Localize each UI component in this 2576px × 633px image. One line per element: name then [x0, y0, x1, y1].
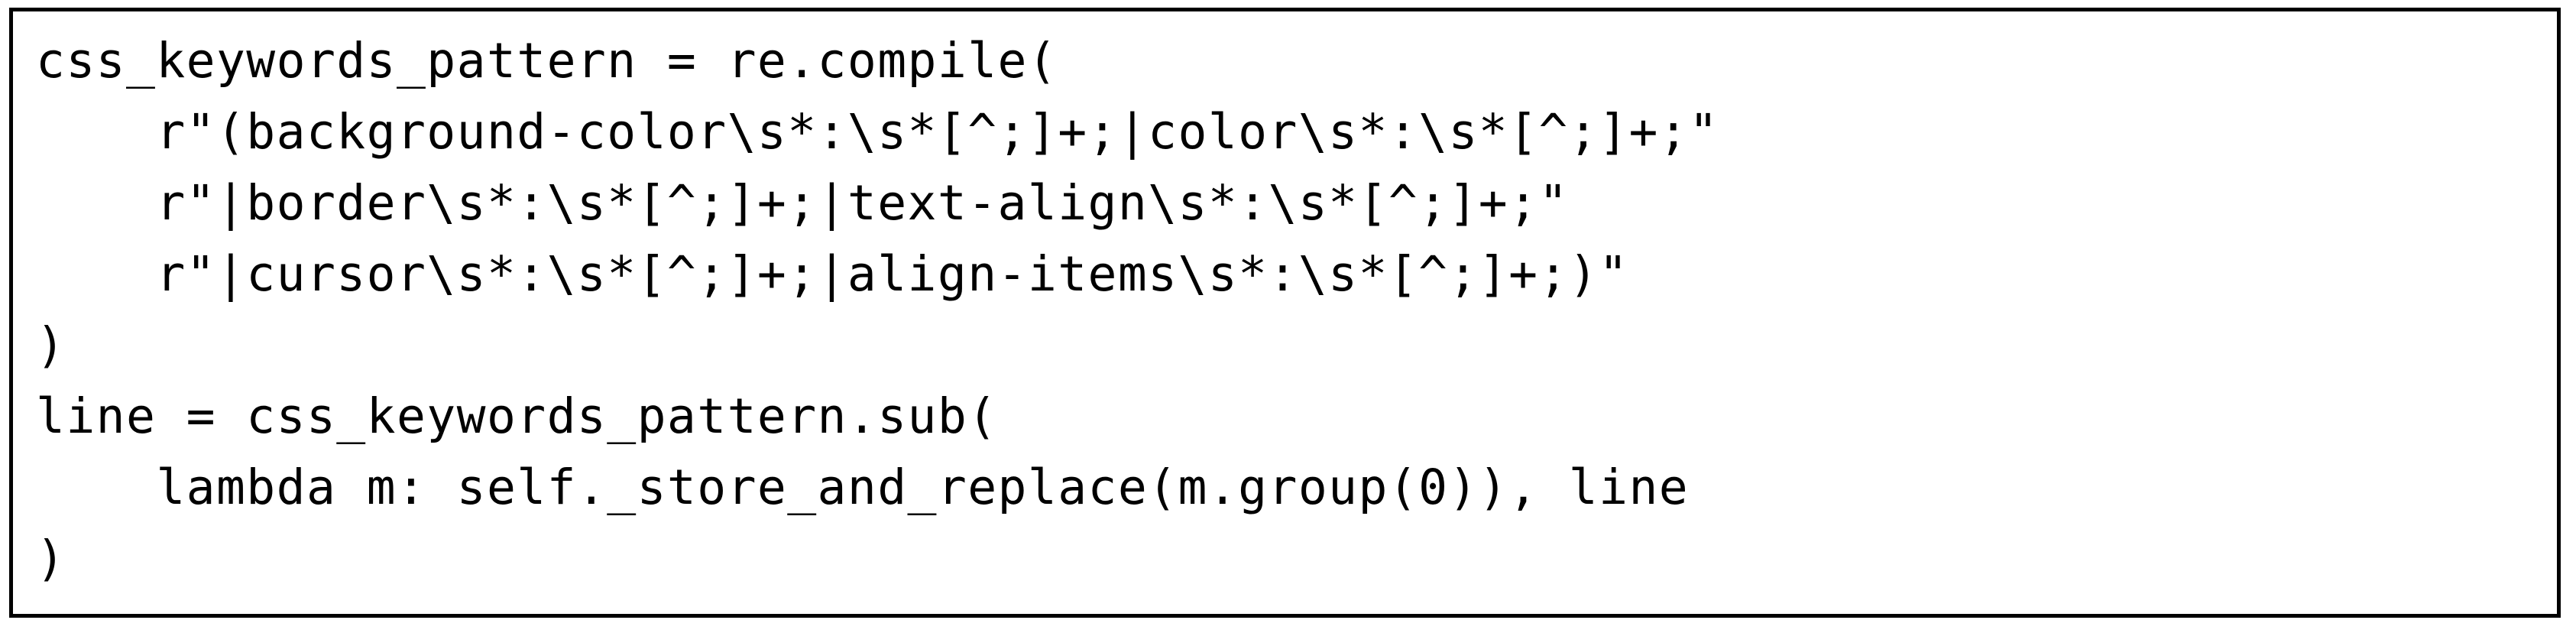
code-line: ) — [36, 317, 66, 373]
code-line: css_keywords_pattern = re.compile( — [36, 33, 1058, 89]
code-line: r"|cursor\s*:\s*[^;]+;|align-items\s*:\s… — [36, 246, 1629, 302]
code-block-figure: css_keywords_pattern = re.compile( r"(ba… — [9, 8, 2561, 618]
code-line: r"|border\s*:\s*[^;]+;|text-align\s*:\s*… — [36, 175, 1569, 231]
code-line: line = css_keywords_pattern.sub( — [36, 388, 998, 444]
code-line: lambda m: self._store_and_replace(m.grou… — [36, 459, 1690, 515]
code-listing: css_keywords_pattern = re.compile( r"(ba… — [36, 25, 2549, 594]
code-line: ) — [36, 531, 66, 586]
code-line: r"(background-color\s*:\s*[^;]+;|color\s… — [36, 104, 1719, 160]
